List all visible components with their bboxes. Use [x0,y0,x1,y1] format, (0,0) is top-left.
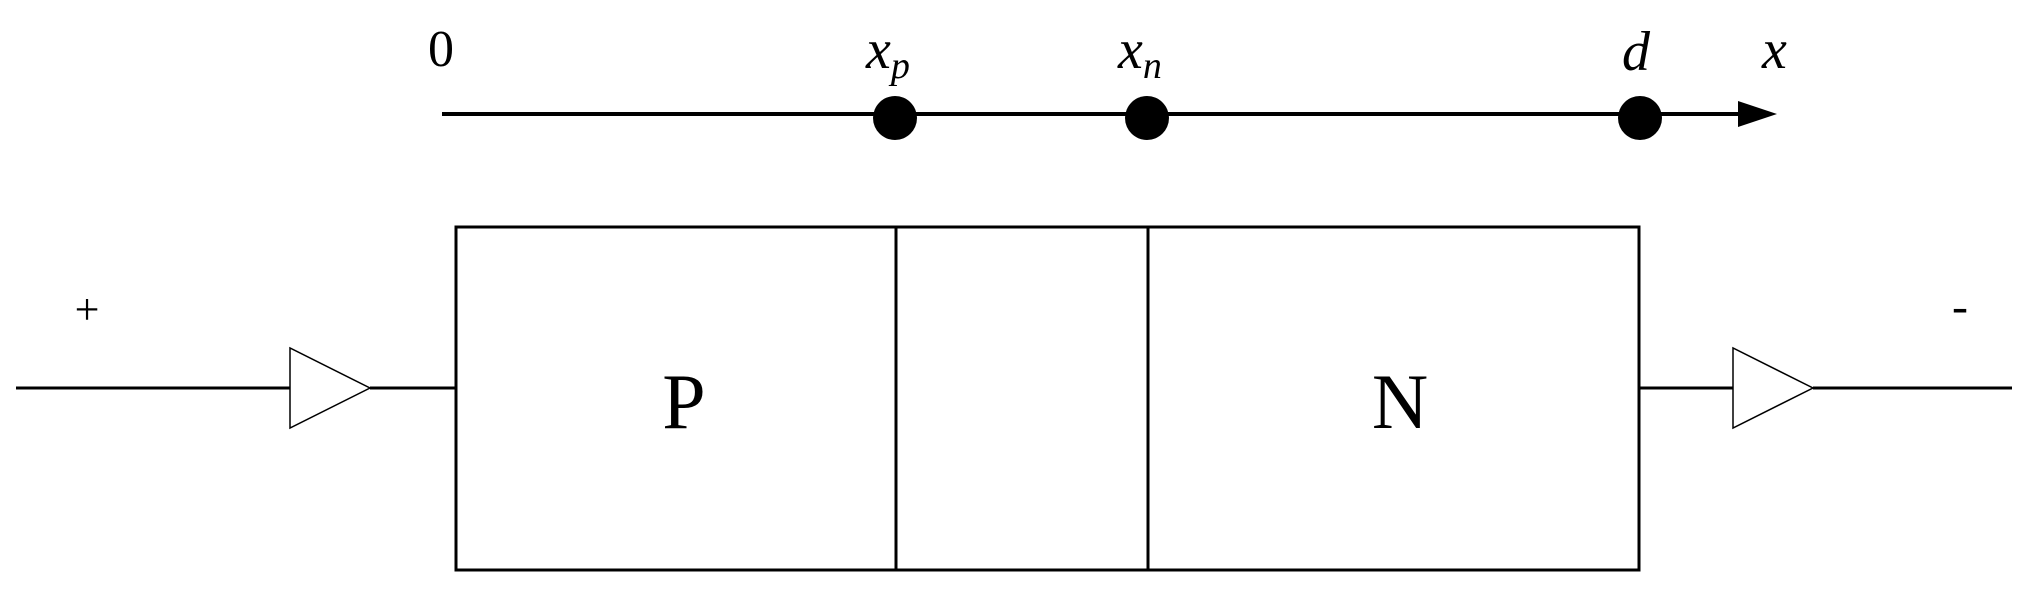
xp-label-sub: p [888,45,910,87]
xn-point [1125,96,1169,140]
axis-x-label: x [1761,19,1787,81]
d-label: d [1622,21,1651,83]
left-terminal: + [16,285,456,430]
negative-terminal-label: - [1952,280,1968,333]
xn-label-sub: n [1143,45,1162,87]
d-point [1618,96,1662,140]
p-region-label: P [662,358,705,445]
right-current-arrow-icon [1732,346,1815,430]
xp-point [873,96,917,140]
xp-label-main: x [865,19,891,81]
xn-label-main: x [1117,19,1143,81]
device-body: P N [454,225,1641,572]
left-current-arrow-icon [289,346,372,430]
n-region-label: N [1372,358,1428,445]
xn-label: xn [1117,19,1162,87]
axis-origin-label: 0 [428,21,454,78]
position-axis: 0 x xp xn d [428,19,1787,140]
axis-arrowhead [1738,101,1777,127]
device-outline [454,225,1641,572]
positive-terminal-label: + [75,285,100,334]
xp-label: xp [865,19,910,87]
right-terminal: - [1639,280,2012,430]
